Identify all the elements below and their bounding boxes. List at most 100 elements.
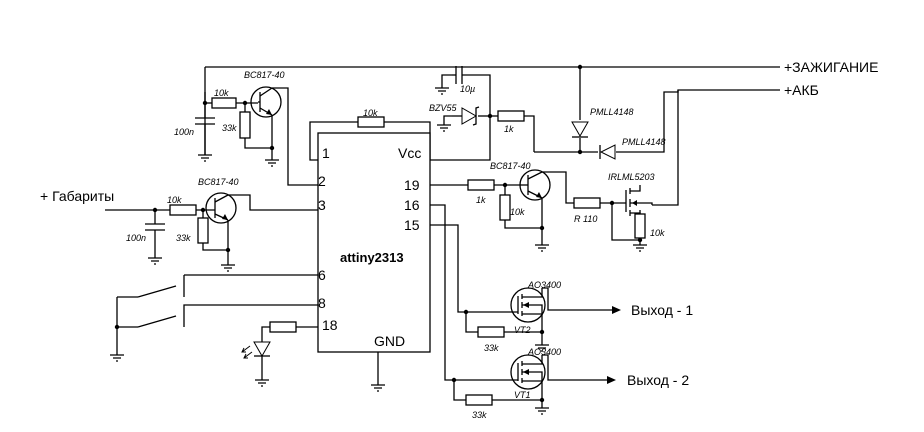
resistor-10k-gab <box>169 204 197 216</box>
chip-body <box>317 132 431 353</box>
label-irlml5203: IRLML5203 <box>608 172 655 182</box>
switch-1 <box>137 285 177 298</box>
pin-gnd-label: GND <box>374 333 405 349</box>
label-10k-gate: 10k <box>650 228 665 238</box>
junction-dot <box>539 397 545 403</box>
ground-icon <box>371 384 385 392</box>
label-33k-vt1: 33k <box>472 410 487 420</box>
ground-icon <box>110 354 124 362</box>
label-bc817-top: BC817-40 <box>244 70 285 80</box>
ground-icon <box>221 264 235 272</box>
junction-dot <box>242 100 248 106</box>
label-bzv55: BZV55 <box>429 103 458 113</box>
label-vt2: VT2 <box>514 325 531 335</box>
ground-icon <box>535 344 549 352</box>
junction-dot <box>152 207 158 213</box>
pin-vcc-label: Vcc <box>398 145 421 161</box>
label-output-1: Выход - 1 <box>631 302 693 318</box>
led-indicator <box>241 341 271 359</box>
label-ao3400-top: AO3400 <box>527 280 561 290</box>
zener-diode-bzv55 <box>452 106 480 126</box>
label-r110: R 110 <box>574 214 597 224</box>
transistor-bc817-top <box>250 86 282 118</box>
arrow-right-icon <box>607 376 616 384</box>
ground-icon <box>198 154 212 162</box>
label-vt1: VT1 <box>514 390 531 400</box>
label-side-lights: + Габариты <box>40 188 114 204</box>
pin-15-label: 15 <box>404 217 420 233</box>
label-battery: +АКБ <box>784 82 819 98</box>
label-1k-pin19: 1k <box>476 195 486 205</box>
resistor-1k-pin19 <box>467 179 495 191</box>
label-10k-vcc: 10k <box>363 108 378 118</box>
pin-1-label: 1 <box>322 145 330 161</box>
junction-dot <box>487 113 493 119</box>
label-pmll4148-2: PMLL4148 <box>622 137 666 147</box>
ground-icon <box>437 124 451 132</box>
junction-dot <box>114 324 120 330</box>
resistor-10k-vcc <box>357 116 385 128</box>
label-33k-gab: 33k <box>176 233 191 243</box>
junction-dot <box>269 145 275 151</box>
resistors <box>169 97 646 406</box>
resistor-10k-pin19 <box>499 194 511 221</box>
resistor-33k-top <box>239 111 251 139</box>
diodes <box>241 106 616 359</box>
resistor-10k-gate <box>634 213 646 239</box>
label-10u: 10µ <box>460 84 475 94</box>
resistor-33k-vt2 <box>477 326 505 338</box>
pin-16-label: 16 <box>404 197 420 213</box>
junction-dot <box>577 64 583 70</box>
pin-2-label: 2 <box>318 173 326 189</box>
chip-label: attiny2313 <box>340 250 404 265</box>
capacitors <box>145 66 463 231</box>
label-100n-gab: 100n <box>126 233 146 243</box>
junction-dot <box>200 207 206 213</box>
ground-symbols <box>110 87 647 415</box>
transistor-bc817-gab <box>205 192 237 224</box>
resistor-10k-top <box>211 97 237 109</box>
capacitor-100n-gab <box>145 218 165 231</box>
resistor-led <box>269 321 297 333</box>
capacitor-10u <box>452 66 463 84</box>
junction-dot <box>577 149 583 155</box>
transistor-bc817-pin19 <box>519 169 551 201</box>
label-ignition: +ЗАЖИГАНИЕ <box>784 59 878 75</box>
junction-dot <box>502 182 508 188</box>
label-pmll4148-1: PMLL4148 <box>590 107 634 117</box>
arrow-right-icon <box>612 306 621 314</box>
component-labels: BC817-40 10k 33k 100n 10k 10µ BZV55 1k P… <box>126 70 666 420</box>
label-100n-top: 100n <box>174 127 194 137</box>
microcontroller-chip: attiny2313 Vcc GND 1 2 3 6 8 18 19 16 15 <box>317 132 431 353</box>
label-bc817-gab: BC817-40 <box>198 177 239 187</box>
junction-dot <box>451 377 457 383</box>
ground-icon <box>148 257 162 265</box>
pin-8-label: 8 <box>318 295 326 311</box>
ground-icon <box>633 244 647 252</box>
mosfet-ao3400-vt1 <box>510 354 546 390</box>
junction-dot <box>225 247 231 253</box>
junction-dot <box>609 200 615 206</box>
mosfet-ao3400-vt2 <box>510 287 546 323</box>
ground-icon <box>255 379 269 387</box>
mosfet-irlml5203 <box>625 185 653 216</box>
junction-dot <box>637 237 643 243</box>
junction-dot <box>539 329 545 335</box>
capacitor-100n-top <box>195 92 215 155</box>
label-10k-top: 10k <box>214 88 229 98</box>
resistor-1k-supply <box>497 110 525 122</box>
label-bc817-pin19: BC817-40 <box>490 161 531 171</box>
resistor-r110 <box>573 197 601 209</box>
label-10k-pin19: 10k <box>510 207 525 217</box>
ground-icon <box>435 87 449 95</box>
pin-18-label: 18 <box>322 317 338 333</box>
wiring <box>105 66 780 408</box>
label-1k-supply: 1k <box>504 124 514 134</box>
pin-3-label: 3 <box>318 197 326 213</box>
resistor-33k-gab <box>197 217 209 244</box>
terminal-labels: +ЗАЖИГАНИЕ +АКБ + Габариты Выход - 1 Вых… <box>40 59 878 388</box>
ground-icon <box>535 407 549 415</box>
label-33k-vt2: 33k <box>484 343 499 353</box>
